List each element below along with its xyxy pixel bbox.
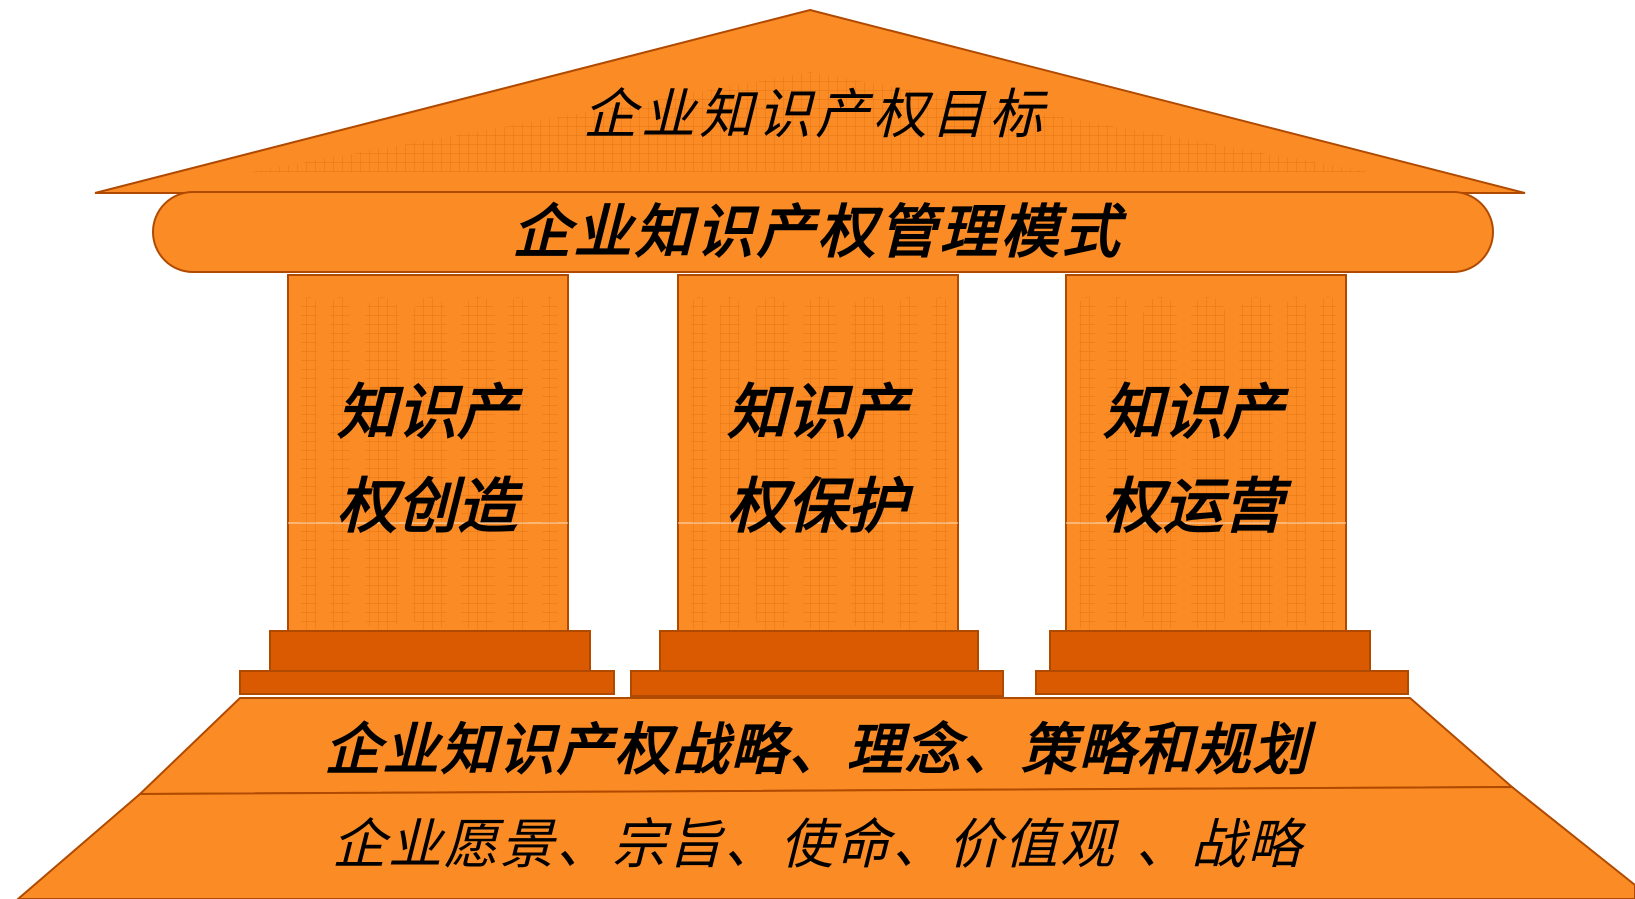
pillar-1-line-2: 权创造 [337, 472, 517, 542]
pillar-3-label: 知识产 权运营 [1078, 366, 1308, 554]
pillar-2-label: 知识产 权保护 [702, 366, 932, 554]
pillar-1-label: 知识产 权创造 [312, 366, 542, 554]
pillar-3-line-1: 知识产 [1103, 378, 1283, 448]
beam-title: 企业知识产权管理模式 [512, 198, 1123, 266]
pillar-1 [239, 274, 615, 695]
pillar-2-line-1: 知识产 [727, 378, 907, 448]
pillar-2-line-2: 权保护 [727, 472, 907, 542]
pillar-2 [630, 274, 1004, 697]
foundation-lower-label: 企业愿景、宗旨、使命、价值观 、战略 [331, 813, 1304, 876]
pillar-1-line-1: 知识产 [337, 378, 517, 448]
pillar-3-line-2: 权运营 [1103, 472, 1283, 542]
roof-title: 企业知识产权目标 [583, 83, 1047, 146]
foundation-lower-step [16, 785, 1635, 899]
pillar-3 [1035, 274, 1409, 695]
beam-entablature [152, 191, 1494, 273]
foundation-upper-label: 企业知识产权战略、理念、策略和规划 [324, 717, 1311, 783]
